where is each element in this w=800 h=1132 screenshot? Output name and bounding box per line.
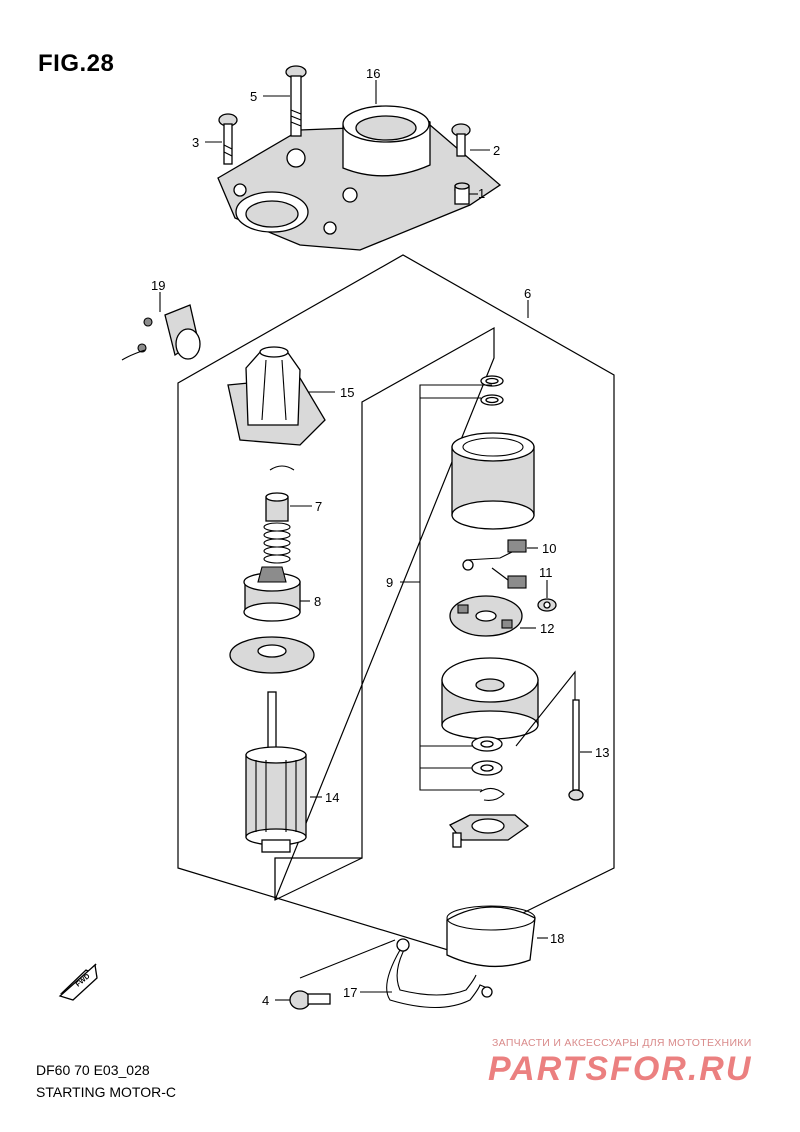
pinion-clutch-8 xyxy=(243,566,301,622)
section-name: STARTING MOTOR-C xyxy=(36,1084,176,1100)
brush-lead-10 xyxy=(462,539,527,589)
armature-14 xyxy=(245,691,307,853)
snap-ring-7a xyxy=(269,465,295,471)
callout-16: 16 xyxy=(366,66,380,81)
callout-18: 18 xyxy=(550,931,564,946)
armature-plate xyxy=(229,636,315,674)
e-ring xyxy=(479,787,505,801)
callout-4: 4 xyxy=(262,993,269,1008)
forward-arrow-icon: FWD xyxy=(58,963,98,1001)
o-ring-lower xyxy=(480,394,504,406)
leader-lines xyxy=(159,80,592,1001)
callout-19: 19 xyxy=(151,278,165,293)
callout-5: 5 xyxy=(250,89,257,104)
callout-9: 9 xyxy=(386,575,393,590)
callout-2: 2 xyxy=(493,143,500,158)
washer-a xyxy=(471,736,503,752)
watermark-caption: ЗАПЧАСТИ И АКСЕССУАРЫ ДЛЯ МОТОТЕХНИКИ xyxy=(492,1037,752,1049)
starter-bracket-16 xyxy=(217,105,502,251)
drive-housing-15 xyxy=(227,346,326,446)
callout-10: 10 xyxy=(542,541,556,556)
strap-17 xyxy=(386,938,493,1009)
bolt-2 xyxy=(451,123,471,157)
callout-13: 13 xyxy=(595,745,609,760)
collar-1 xyxy=(454,182,470,205)
model-code: DF60 70 E03_028 xyxy=(36,1062,150,1078)
callout-17: 17 xyxy=(343,985,357,1000)
watermark-logo: PARTSFOR.RU xyxy=(488,1050,753,1088)
mounting-band-18 xyxy=(446,905,536,968)
callout-8: 8 xyxy=(314,594,321,609)
bolt-3 xyxy=(218,113,238,165)
callout-15: 15 xyxy=(340,385,354,400)
callout-12: 12 xyxy=(540,621,554,636)
bolt-5 xyxy=(285,65,307,137)
callout-6: 6 xyxy=(524,286,531,301)
through-bolt-13 xyxy=(568,699,584,801)
commutator-end-cover xyxy=(441,657,539,740)
washer-b xyxy=(471,760,503,776)
assembly-frame-6 xyxy=(177,254,615,951)
callout-labels: 1 2 3 4 5 6 7 8 9 10 11 12 13 14 15 16 1… xyxy=(151,66,609,1008)
pinion-stopper-7 xyxy=(265,492,289,522)
brush-holder-12 xyxy=(449,595,523,637)
bolt-4 xyxy=(289,990,331,1010)
callout-3: 3 xyxy=(192,135,199,150)
o-ring-upper xyxy=(480,375,504,387)
callout-11: 11 xyxy=(539,565,553,580)
bearing-plate xyxy=(448,814,530,848)
yoke-housing xyxy=(451,432,535,530)
callout-1: 1 xyxy=(478,186,485,201)
nut-11 xyxy=(537,598,557,612)
spring-7 xyxy=(263,522,291,564)
relay-19 xyxy=(121,304,201,361)
figure-title: FIG.28 xyxy=(38,50,115,77)
callout-7: 7 xyxy=(315,499,322,514)
callout-14: 14 xyxy=(325,790,339,805)
